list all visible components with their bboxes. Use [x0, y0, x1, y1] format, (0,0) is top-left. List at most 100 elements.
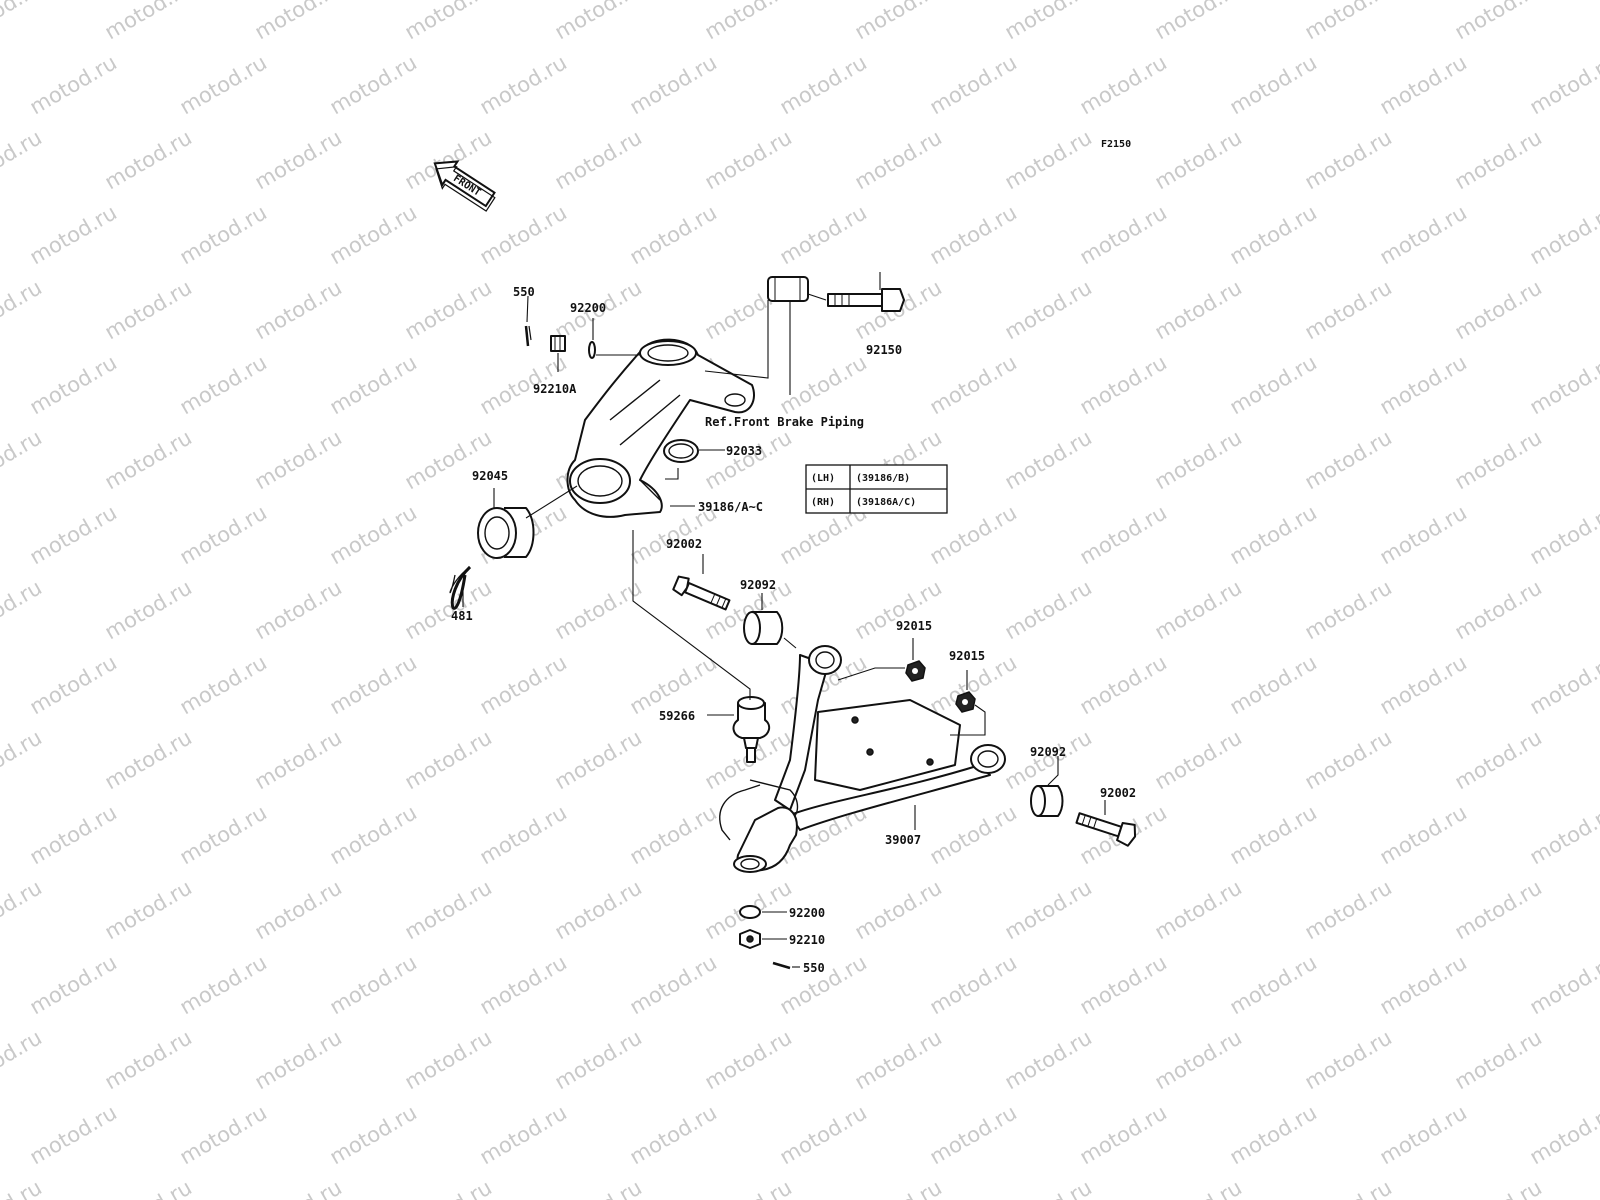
watermark-text: motod.ru	[1226, 1100, 1321, 1169]
watermark-text: motod.ru	[1451, 875, 1546, 944]
watermark-text: motod.ru	[1526, 650, 1600, 719]
watermark-text: motod.ru	[176, 350, 271, 419]
circlip-part	[449, 565, 472, 610]
watermark-text: motod.ru	[926, 200, 1021, 269]
watermark-text: motod.ru	[1526, 500, 1600, 569]
washer-top-part	[588, 341, 596, 359]
watermark-text: motod.ru	[476, 650, 571, 719]
watermark-text: motod.ru	[1376, 200, 1471, 269]
variant-part-rh: (39186A/C)	[856, 497, 916, 508]
watermark-text: motod.ru	[0, 875, 46, 944]
watermark-text: motod.ru	[1301, 425, 1396, 494]
callout-cotter-pin-top: 550	[513, 285, 535, 299]
callout-bolt-upper: 92002	[666, 537, 702, 551]
watermark-text: motod.ru	[176, 500, 271, 569]
watermark-text: motod.ru	[0, 1175, 46, 1200]
callout-washer-bottom: 92200	[789, 906, 825, 920]
watermark-text: motod.ru	[101, 575, 196, 644]
watermark-text: motod.ru	[851, 0, 946, 44]
watermark-text: motod.ru	[176, 800, 271, 869]
watermark-text: motod.ru	[476, 950, 571, 1019]
watermark-text: motod.ru	[0, 0, 46, 44]
figure-code: F2150	[1101, 139, 1131, 150]
watermark-text: motod.ru	[1226, 50, 1321, 119]
watermark-text: motod.ru	[626, 1100, 721, 1169]
lower-bushing-part	[1030, 785, 1064, 817]
watermark-text: motod.ru	[176, 50, 271, 119]
watermark-text: motod.ru	[551, 0, 646, 44]
watermark-text: motod.ru	[101, 125, 196, 194]
watermark-text: motod.ru	[401, 575, 496, 644]
watermark-text: motod.ru	[1226, 350, 1321, 419]
leader-lines	[462, 272, 1106, 968]
watermark-text: motod.ru	[1001, 425, 1096, 494]
watermark-text: motod.ru	[101, 1175, 196, 1200]
callout-circlip: 481	[451, 609, 473, 623]
watermark-text: motod.ru	[701, 425, 796, 494]
wheel-bearing-part	[477, 507, 535, 559]
watermark-text: motod.ru	[251, 125, 346, 194]
watermark-text: motod.ru	[176, 200, 271, 269]
watermark-text: motod.ru	[1151, 575, 1246, 644]
lower-a-arm-part	[719, 645, 1006, 873]
watermark-text: motod.ru	[26, 650, 121, 719]
watermark-text: motod.ru	[926, 350, 1021, 419]
watermark-text: motod.ru	[551, 1025, 646, 1094]
watermark-text: motod.ru	[851, 575, 946, 644]
callout-nut-arm-b: 92015	[949, 649, 985, 663]
watermark-text: motod.ru	[551, 725, 646, 794]
watermark-text: motod.ru	[626, 50, 721, 119]
callout-bushing-lower: 92092	[1030, 745, 1066, 759]
variant-side-lh: (LH)	[811, 473, 835, 484]
watermark-text: motod.ru	[251, 1025, 346, 1094]
steering-knuckle-part	[566, 338, 755, 518]
watermark-text: motod.ru	[1001, 125, 1096, 194]
watermark-text: motod.ru	[701, 1175, 796, 1200]
watermark-text: motod.ru	[1526, 350, 1600, 419]
callout-seal: 92033	[726, 444, 762, 458]
watermark-text: motod.ru	[476, 1100, 571, 1169]
watermark-text: motod.ru	[1451, 1025, 1546, 1094]
watermark-text: motod.ru	[1301, 275, 1396, 344]
watermark-text: motod.ru	[1226, 950, 1321, 1019]
watermark-text: motod.ru	[1451, 275, 1546, 344]
callout-cotter-pin-bottom: 550	[803, 961, 825, 975]
castle-nut-top-part	[550, 335, 566, 352]
watermark-text: motod.ru	[1226, 500, 1321, 569]
watermark-text: motod.ru	[1376, 800, 1471, 869]
watermark-text: motod.ru	[1076, 1100, 1171, 1169]
watermark-text: motod.ru	[1151, 125, 1246, 194]
front-direction-arrow-icon: FRONT	[433, 160, 496, 212]
watermark-text: motod.ru	[1001, 875, 1096, 944]
watermark-text: motod.ru	[1301, 1175, 1396, 1200]
watermark-text: motod.ru	[1376, 650, 1471, 719]
watermark-text: motod.ru	[1001, 1175, 1096, 1200]
variant-part-lh: (39186/B)	[856, 473, 910, 484]
watermark-text: motod.ru	[401, 725, 496, 794]
watermark-text: motod.ru	[476, 200, 571, 269]
variant-side-rh: (RH)	[811, 497, 835, 508]
watermark-text: motod.ru	[1226, 650, 1321, 719]
watermark-text: motod.ru	[1301, 125, 1396, 194]
watermark-text: motod.ru	[1076, 950, 1171, 1019]
watermark-text: motod.ru	[1151, 275, 1246, 344]
watermark-text: motod.ru	[401, 1025, 496, 1094]
watermark-text: motod.ru	[776, 1100, 871, 1169]
arm-nut-b-part	[955, 691, 976, 713]
watermark-text: motod.ru	[476, 800, 571, 869]
watermark-text: motod.ru	[1226, 800, 1321, 869]
watermark-text: motod.ru	[101, 1025, 196, 1094]
watermark-text: motod.ru	[1526, 50, 1600, 119]
watermark-text: motod.ru	[326, 500, 421, 569]
watermark-text: motod.ru	[26, 350, 121, 419]
caliper-bolt-part	[827, 288, 905, 312]
watermark-text: motod.ru	[1001, 275, 1096, 344]
watermark-text: motod.ru	[101, 725, 196, 794]
watermark-text: motod.ru	[176, 1100, 271, 1169]
watermark-text: motod.ru	[926, 950, 1021, 1019]
watermark-text: motod.ru	[1451, 725, 1546, 794]
watermark-text: motod.ru	[1376, 50, 1471, 119]
cotter-pin-top-part	[524, 325, 532, 347]
watermark-text: motod.ru	[1526, 800, 1600, 869]
